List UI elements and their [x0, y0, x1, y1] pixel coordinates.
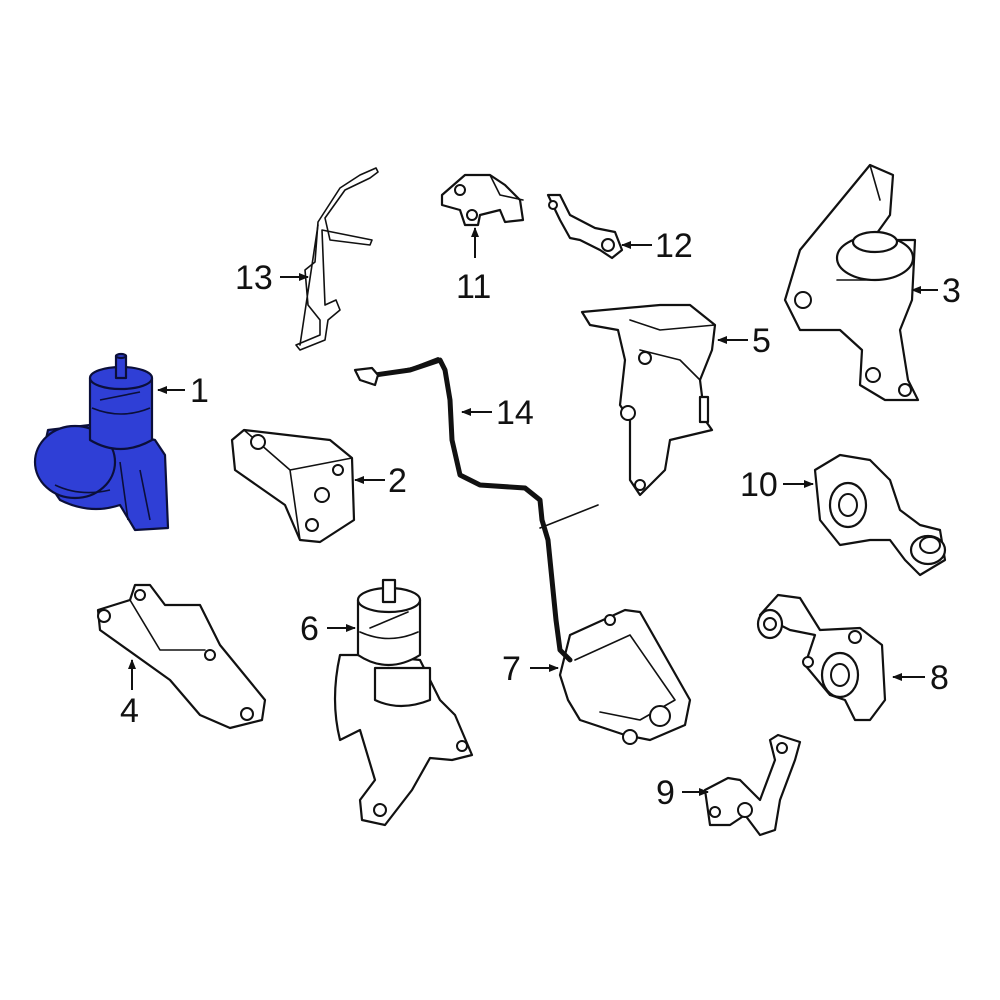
callout-label-13: 13 [235, 259, 273, 297]
part-1-engine-mount[interactable] [33, 352, 170, 532]
part-9-bracket[interactable] [703, 733, 802, 837]
callout-13: 13 [235, 259, 309, 297]
callout-11: 11 [456, 227, 491, 306]
callout-label-14: 14 [496, 394, 534, 432]
callout-label-7: 7 [502, 650, 521, 688]
callout-label-11: 11 [456, 268, 491, 306]
part-6-engine-mount[interactable] [333, 578, 474, 827]
callout-10: 10 [740, 466, 814, 504]
callout-label-6: 6 [300, 610, 319, 648]
callout-7: 7 [502, 650, 559, 688]
callout-3: 3 [911, 272, 961, 310]
part-13-bracket[interactable] [295, 167, 379, 351]
part-12-bracket[interactable] [546, 193, 624, 260]
callout-label-12: 12 [655, 227, 693, 265]
callout-6: 6 [300, 610, 356, 648]
part-4-mount-bracket[interactable] [96, 583, 267, 730]
part-7-mount-bracket[interactable] [558, 608, 692, 745]
callout-12: 12 [621, 227, 693, 265]
callout-label-4: 4 [120, 692, 139, 730]
callout-label-3: 3 [942, 272, 961, 310]
part-14-vacuum-hose[interactable] [353, 357, 599, 663]
part-3-mount-bracket[interactable] [783, 163, 920, 402]
callout-label-1: 1 [190, 372, 209, 410]
callout-14: 14 [461, 394, 534, 432]
callout-4: 4 [120, 659, 139, 730]
callout-label-8: 8 [930, 659, 949, 697]
callout-label-2: 2 [388, 462, 407, 500]
part-11-mount-bracket[interactable] [440, 173, 525, 227]
callout-5: 5 [717, 322, 771, 360]
part-2-mount-bracket[interactable] [230, 428, 356, 544]
callout-label-10: 10 [740, 466, 778, 504]
callout-2: 2 [354, 462, 407, 500]
callout-label-5: 5 [752, 322, 771, 360]
part-8-mount-bracket[interactable] [756, 593, 887, 722]
callout-label-9: 9 [656, 774, 675, 812]
callout-8: 8 [892, 659, 949, 697]
part-10-torque-rod[interactable] [813, 453, 947, 577]
callout-1: 1 [157, 372, 209, 410]
callout-9: 9 [656, 774, 709, 812]
part-5-mount-bracket[interactable] [580, 303, 717, 497]
